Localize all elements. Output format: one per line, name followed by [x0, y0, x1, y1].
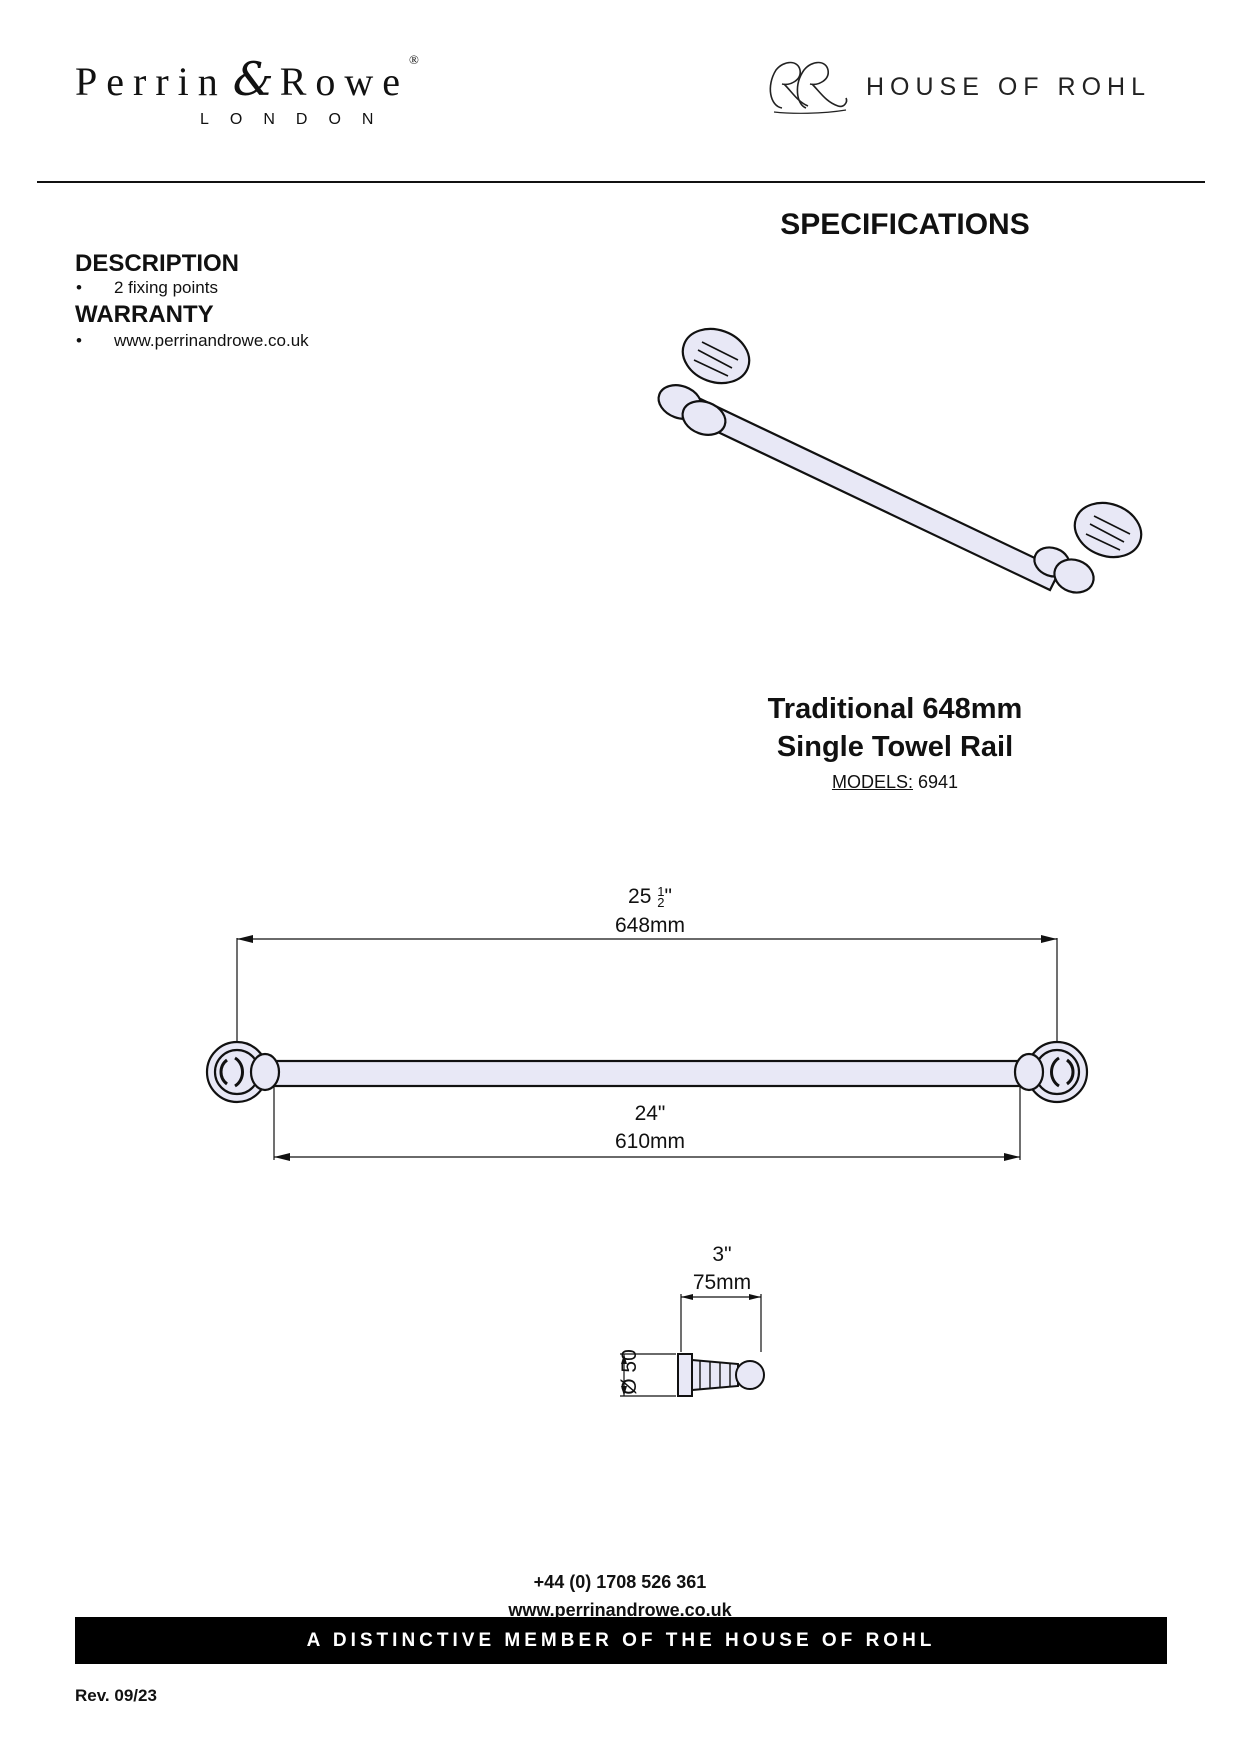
models-value: 6941 — [918, 772, 959, 792]
inner-dimension-mm: 610mm — [614, 1130, 686, 1153]
warranty-link[interactable]: www.perrinandrowe.co.uk — [114, 331, 309, 350]
header-divider — [37, 181, 1205, 183]
inner-dimension-inch: 24" — [634, 1102, 666, 1125]
warranty-item: • www.perrinandrowe.co.uk — [75, 331, 309, 351]
brand-ampersand: & — [232, 52, 274, 106]
overall-dimension-mm: 648mm — [614, 914, 686, 937]
overall-inch-mark: " — [664, 885, 672, 908]
bullet: • — [76, 331, 82, 350]
product-title-line1: Traditional 648mm — [767, 693, 1023, 725]
footer-phone[interactable]: +44 (0) 1708 526 361 — [533, 1572, 707, 1592]
product-title-line2: Single Towel Rail — [776, 731, 1014, 763]
projection-dimension-inch: 3" — [712, 1243, 732, 1266]
front-elevation-drawing — [205, 935, 1089, 1161]
tagline-text: A DISTINCTIVE MEMBER OF THE HOUSE OF ROH… — [306, 1629, 936, 1651]
overall-inch-fraction-numerator: 1 — [657, 884, 665, 900]
product-title: Traditional 648mm Single Towel Rail — [720, 690, 1070, 766]
warranty-heading: WARRANTY — [75, 301, 214, 328]
towel-rail-isometric-drawing — [657, 327, 1143, 594]
page-heading: SPECIFICATIONS — [780, 208, 1030, 241]
overall-inch-fraction-denominator: 2 — [657, 895, 665, 911]
brand-name-left: Perrin — [75, 59, 227, 104]
projection-dimension-mm: 75mm — [692, 1271, 752, 1294]
overall-inch-whole: 25 — [628, 885, 652, 908]
brand-name-right: Rowe — [279, 59, 410, 104]
description-item: • 2 fixing points — [75, 278, 218, 298]
models-label: MODELS: — [831, 772, 913, 792]
tagline-bar: A DISTINCTIVE MEMBER OF THE HOUSE OF ROH… — [75, 1617, 1167, 1664]
footer-website[interactable]: www.perrinandrowe.co.uk — [508, 1600, 732, 1620]
description-item-text: 2 fixing points — [114, 278, 218, 297]
models-line: MODELS: 6941 — [720, 772, 1070, 793]
house-of-rohl-name: HOUSE OF ROHL — [866, 73, 1151, 101]
diameter-dimension: Ø 50 — [618, 1349, 641, 1395]
description-heading: DESCRIPTION — [75, 250, 240, 277]
house-of-rohl-monogram-icon — [769, 61, 848, 114]
bullet: • — [76, 278, 82, 297]
side-view-drawing — [620, 1294, 765, 1397]
registered-mark: ® — [409, 52, 419, 67]
revision-label: Rev. 09/23 — [75, 1686, 157, 1705]
brand-city: LONDON — [200, 111, 395, 128]
perrin-rowe-logo: Perrin&Rowe® — [75, 52, 520, 106]
